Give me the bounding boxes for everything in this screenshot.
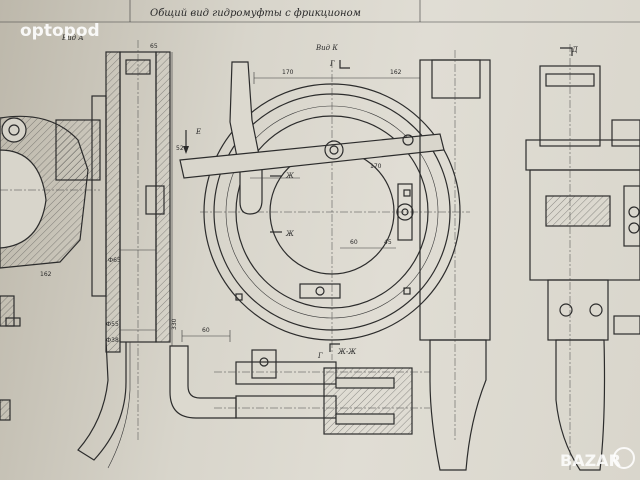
dimension-label: 330: [171, 318, 178, 330]
watermark-left: optopod: [20, 21, 100, 41]
dimension-label: Ф38: [106, 337, 119, 344]
dimension-label: 162: [40, 271, 52, 278]
right-view: [525, 44, 640, 471]
dimension-label: 52: [176, 145, 184, 152]
watermark-logo-icon: [613, 447, 635, 469]
dimension-label: 60: [202, 327, 210, 334]
dimension-label: Ф55: [106, 321, 119, 328]
dimension-label: 60: [350, 239, 358, 246]
dimension-label: Ф65: [108, 257, 121, 264]
section-zh-label: Ж-Ж: [337, 348, 357, 356]
view-k-label: Вид К: [315, 44, 338, 52]
section-mark-g-bottom: Г: [317, 352, 323, 360]
section-mark-g-top: Г: [329, 60, 335, 68]
dimension-label: 65: [150, 43, 158, 50]
view-d-label: Д: [571, 46, 578, 54]
center-view: [179, 50, 491, 471]
section-mark-zh-top: Ж: [285, 172, 295, 180]
dimension-label: 170: [370, 163, 382, 170]
dimension-label: 45: [384, 239, 392, 246]
section-mark-zh-bottom: Ж: [285, 230, 295, 238]
left-view: [0, 40, 189, 469]
dimension-label: 170: [282, 69, 294, 76]
section-zh-zh: [169, 330, 430, 435]
dimension-label: 162: [390, 69, 402, 76]
arrow-e-label: Е: [195, 128, 201, 136]
drawing-title: Общий вид гидромуфты с фрикционом: [150, 8, 361, 19]
view-a-label: Вид А: [61, 34, 84, 42]
watermark-right: BAZAR: [560, 451, 621, 470]
